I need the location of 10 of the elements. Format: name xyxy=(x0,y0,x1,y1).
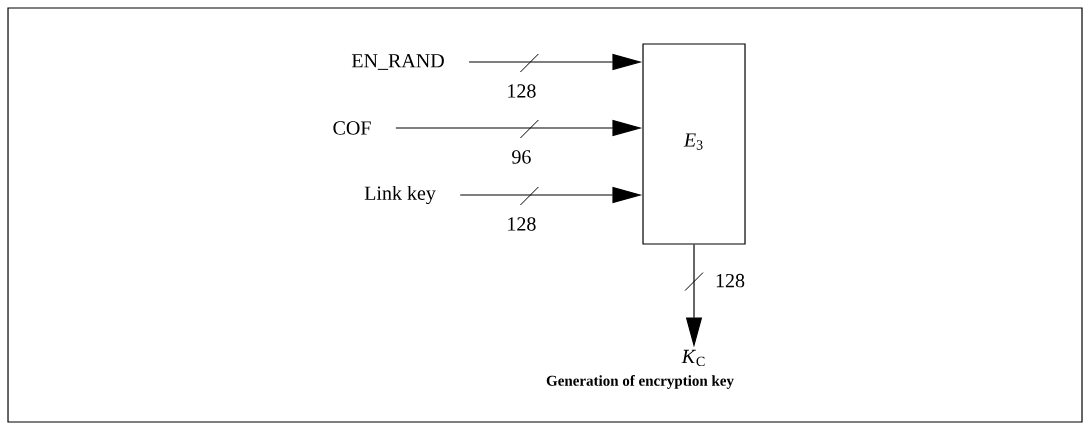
edge-label: 128 xyxy=(508,217,536,231)
edge-label: 128 xyxy=(508,84,536,98)
block-box: E$_{3}$ xyxy=(642,43,746,245)
edge-label: 96 xyxy=(512,150,531,164)
caption: Generation of encryption key xyxy=(546,375,734,389)
signal-label: COF xyxy=(333,121,371,135)
signal-label: EN_RAND xyxy=(351,54,444,70)
edge-label: 128 xyxy=(716,273,745,288)
signal-label: K$_{C}$ xyxy=(681,349,705,367)
signal-label: Link key xyxy=(364,185,436,205)
